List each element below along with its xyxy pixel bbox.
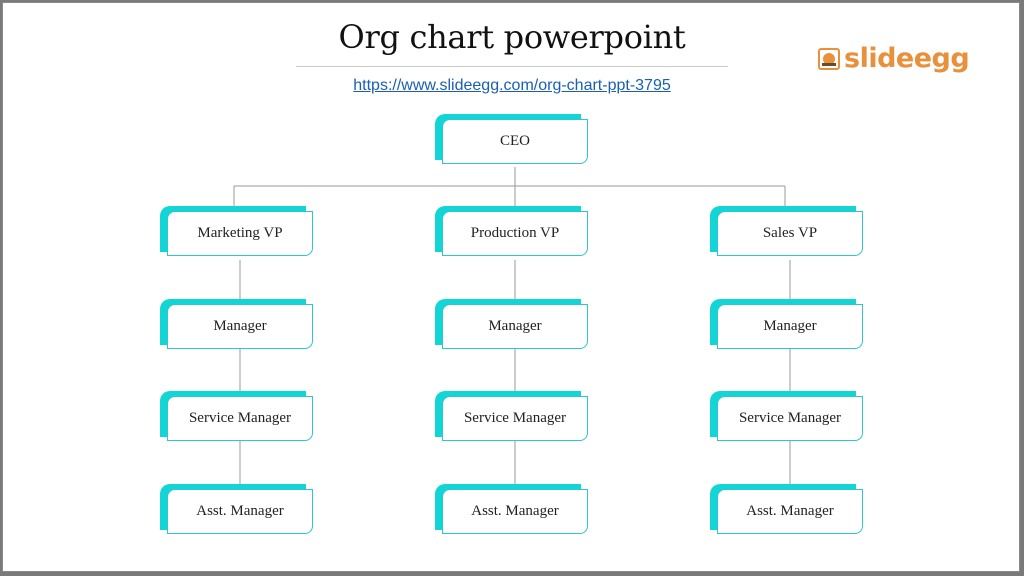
node-label: Marketing VP <box>167 211 313 256</box>
node-production-vp: Production VP <box>435 206 590 258</box>
node-label: Manager <box>442 304 588 349</box>
node-label: Service Manager <box>442 396 588 441</box>
node-label: Service Manager <box>167 396 313 441</box>
node-label: Asst. Manager <box>167 489 313 534</box>
node-label: Production VP <box>442 211 588 256</box>
node-production-asst-manager: Asst. Manager <box>435 484 590 536</box>
node-ceo: CEO <box>435 114 590 166</box>
node-marketing-manager: Manager <box>160 299 315 351</box>
node-production-service-manager: Service Manager <box>435 391 590 443</box>
logo-text: slideegg <box>844 43 970 74</box>
node-sales-service-manager: Service Manager <box>710 391 865 443</box>
node-marketing-service-manager: Service Manager <box>160 391 315 443</box>
node-label: Service Manager <box>717 396 863 441</box>
node-production-manager: Manager <box>435 299 590 351</box>
node-label: CEO <box>442 119 588 164</box>
node-sales-vp: Sales VP <box>710 206 865 258</box>
node-sales-manager: Manager <box>710 299 865 351</box>
node-label: Manager <box>167 304 313 349</box>
node-marketing-vp: Marketing VP <box>160 206 315 258</box>
slideegg-logo: slideegg <box>818 43 970 74</box>
egg-logo-icon <box>818 47 840 70</box>
node-sales-asst-manager: Asst. Manager <box>710 484 865 536</box>
node-label: Manager <box>717 304 863 349</box>
title-divider <box>296 66 728 67</box>
source-link[interactable]: https://www.slideegg.com/org-chart-ppt-3… <box>353 77 671 94</box>
node-marketing-asst-manager: Asst. Manager <box>160 484 315 536</box>
node-label: Asst. Manager <box>442 489 588 534</box>
slide-title: Org chart powerpoint <box>338 18 686 56</box>
node-label: Asst. Manager <box>717 489 863 534</box>
node-label: Sales VP <box>717 211 863 256</box>
